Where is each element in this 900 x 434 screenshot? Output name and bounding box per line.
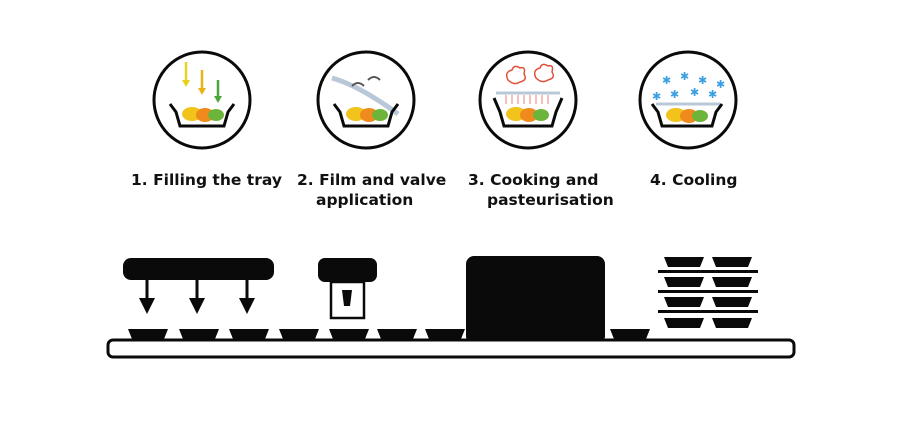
- step-label-filling: 1. Filling the tray: [131, 170, 282, 190]
- svg-text:✱: ✱: [652, 90, 661, 103]
- cooking-oven: [466, 256, 605, 344]
- step-4-line-1: 4. Cooling: [650, 171, 738, 189]
- svg-text:✱: ✱: [698, 74, 707, 87]
- conveyor-trays: [128, 329, 650, 339]
- svg-text:✱: ✱: [662, 74, 671, 87]
- step-2-line-2: application: [316, 191, 414, 209]
- step-label-cooling: 4. Cooling: [650, 170, 738, 190]
- conveyor-belt: [106, 338, 796, 359]
- step-2-line-1: 2. Film and valve: [297, 171, 447, 189]
- cooling-rack: [658, 257, 758, 328]
- svg-text:✱: ✱: [690, 86, 699, 99]
- cooking-icon: [478, 50, 578, 150]
- svg-text:✱: ✱: [716, 78, 725, 91]
- step-3-line-2: pasteurisation: [487, 191, 614, 209]
- film-valve-icon: [316, 50, 416, 150]
- svg-text:✱: ✱: [670, 88, 679, 101]
- sealing-machine: [318, 258, 377, 320]
- step-label-cooking: 3. Cooking and pasteurisation: [468, 170, 614, 210]
- filling-machine: [123, 258, 274, 314]
- svg-text:✱: ✱: [708, 88, 717, 101]
- step-1-line-1: 1. Filling the tray: [131, 171, 282, 189]
- step-label-film: 2. Film and valve application: [297, 170, 446, 210]
- cooling-icon: ✱✱✱ ✱✱✱ ✱✱: [638, 50, 738, 150]
- svg-text:✱: ✱: [680, 70, 689, 83]
- step-3-line-1: 3. Cooking and: [468, 171, 599, 189]
- filling-icon: [152, 50, 252, 150]
